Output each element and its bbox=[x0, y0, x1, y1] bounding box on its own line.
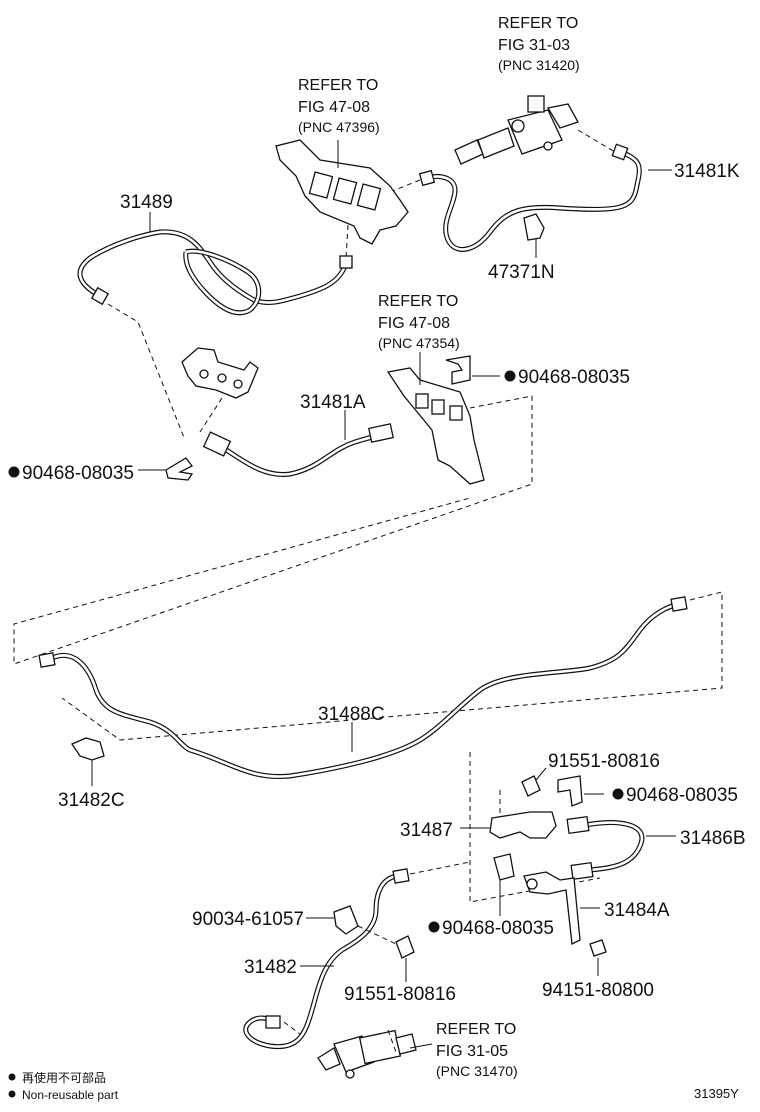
part-label-90034: 90034-61057 bbox=[192, 909, 304, 930]
clamp-90034-drawing bbox=[333, 905, 359, 935]
part-label-31486b: 31486B bbox=[680, 828, 746, 849]
non-reusable-dot bbox=[504, 370, 516, 382]
ref-47354-line2: FIG 47-08 bbox=[378, 315, 450, 332]
bolt-91551-lower-drawing bbox=[395, 935, 415, 959]
legend-jp: 再使用不可部品 bbox=[22, 1070, 106, 1085]
ref-31-03-pnc: (PNC 31420) bbox=[498, 57, 580, 73]
non-reusable-dot bbox=[612, 788, 624, 800]
ref-31-05-line2: FIG 31-05 bbox=[436, 1043, 508, 1060]
bracket-mid-left-drawing bbox=[181, 347, 259, 399]
ref-31-03-line1: REFER TO bbox=[498, 15, 578, 32]
part-label-91551-lower: 91551-80816 bbox=[344, 984, 456, 1005]
bracket-47354-drawing bbox=[386, 367, 485, 485]
bracket-47396-drawing bbox=[275, 139, 409, 245]
ref-47396-pnc: (PNC 47396) bbox=[298, 119, 380, 135]
part-label-94151: 94151-80800 bbox=[542, 980, 654, 1001]
part-label-90468-right: 90468-08035 bbox=[626, 785, 738, 806]
part-label-91551-upper: 91551-80816 bbox=[548, 751, 660, 772]
ref-47354-line1: REFER TO bbox=[378, 293, 458, 310]
ref-47354-pnc: (PNC 47354) bbox=[378, 335, 460, 351]
part-label-31487: 31487 bbox=[400, 820, 453, 841]
clip-90468-lower-drawing bbox=[493, 853, 515, 881]
part-label-31482: 31482 bbox=[244, 957, 297, 978]
part-label-90468-lower: 90468-08035 bbox=[442, 918, 554, 939]
part-label-31488c: 31488C bbox=[318, 704, 385, 725]
part-label-90468-top: 90468-08035 bbox=[518, 367, 630, 388]
slave-cylinder-drawing bbox=[317, 1029, 417, 1079]
bolt-91551-upper-drawing bbox=[521, 775, 541, 797]
part-label-31482c: 31482C bbox=[58, 790, 125, 811]
clip-90468-right-drawing bbox=[557, 775, 583, 807]
non-reusable-dot bbox=[428, 921, 440, 933]
bracket-31487-drawing bbox=[489, 811, 557, 839]
part-label-31481k: 31481K bbox=[674, 161, 740, 182]
ref-31-05-line1: REFER TO bbox=[436, 1021, 516, 1038]
part-label-31484a: 31484A bbox=[604, 900, 670, 921]
clip-90468-top-drawing bbox=[445, 355, 471, 385]
master-cylinder-drawing bbox=[454, 95, 579, 165]
part-label-47371n: 47371N bbox=[488, 262, 555, 283]
legend-dot-icon bbox=[8, 1090, 16, 1098]
clip-90468-left-drawing bbox=[165, 457, 194, 481]
bracket-31484a-drawing bbox=[523, 871, 581, 945]
clip-47371n-drawing bbox=[523, 213, 545, 241]
part-label-31481a: 31481A bbox=[300, 392, 366, 413]
ref-47396-line2: FIG 47-08 bbox=[298, 99, 370, 116]
clamp-31482c-drawing bbox=[71, 737, 105, 761]
figure-id: 31395Y bbox=[694, 1086, 739, 1101]
part-label-90468-left: 90468-08035 bbox=[22, 463, 134, 484]
part-label-31489: 31489 bbox=[120, 192, 173, 213]
ref-31-03-line2: FIG 31-03 bbox=[498, 37, 570, 54]
legend-dot-icon bbox=[8, 1073, 16, 1081]
non-reusable-dot bbox=[8, 466, 20, 478]
ref-31-05-pnc: (PNC 31470) bbox=[436, 1063, 518, 1079]
legend-en: Non-reusable part bbox=[22, 1088, 119, 1102]
nut-94151-drawing bbox=[589, 939, 607, 957]
ref-47396-line1: REFER TO bbox=[298, 77, 378, 94]
